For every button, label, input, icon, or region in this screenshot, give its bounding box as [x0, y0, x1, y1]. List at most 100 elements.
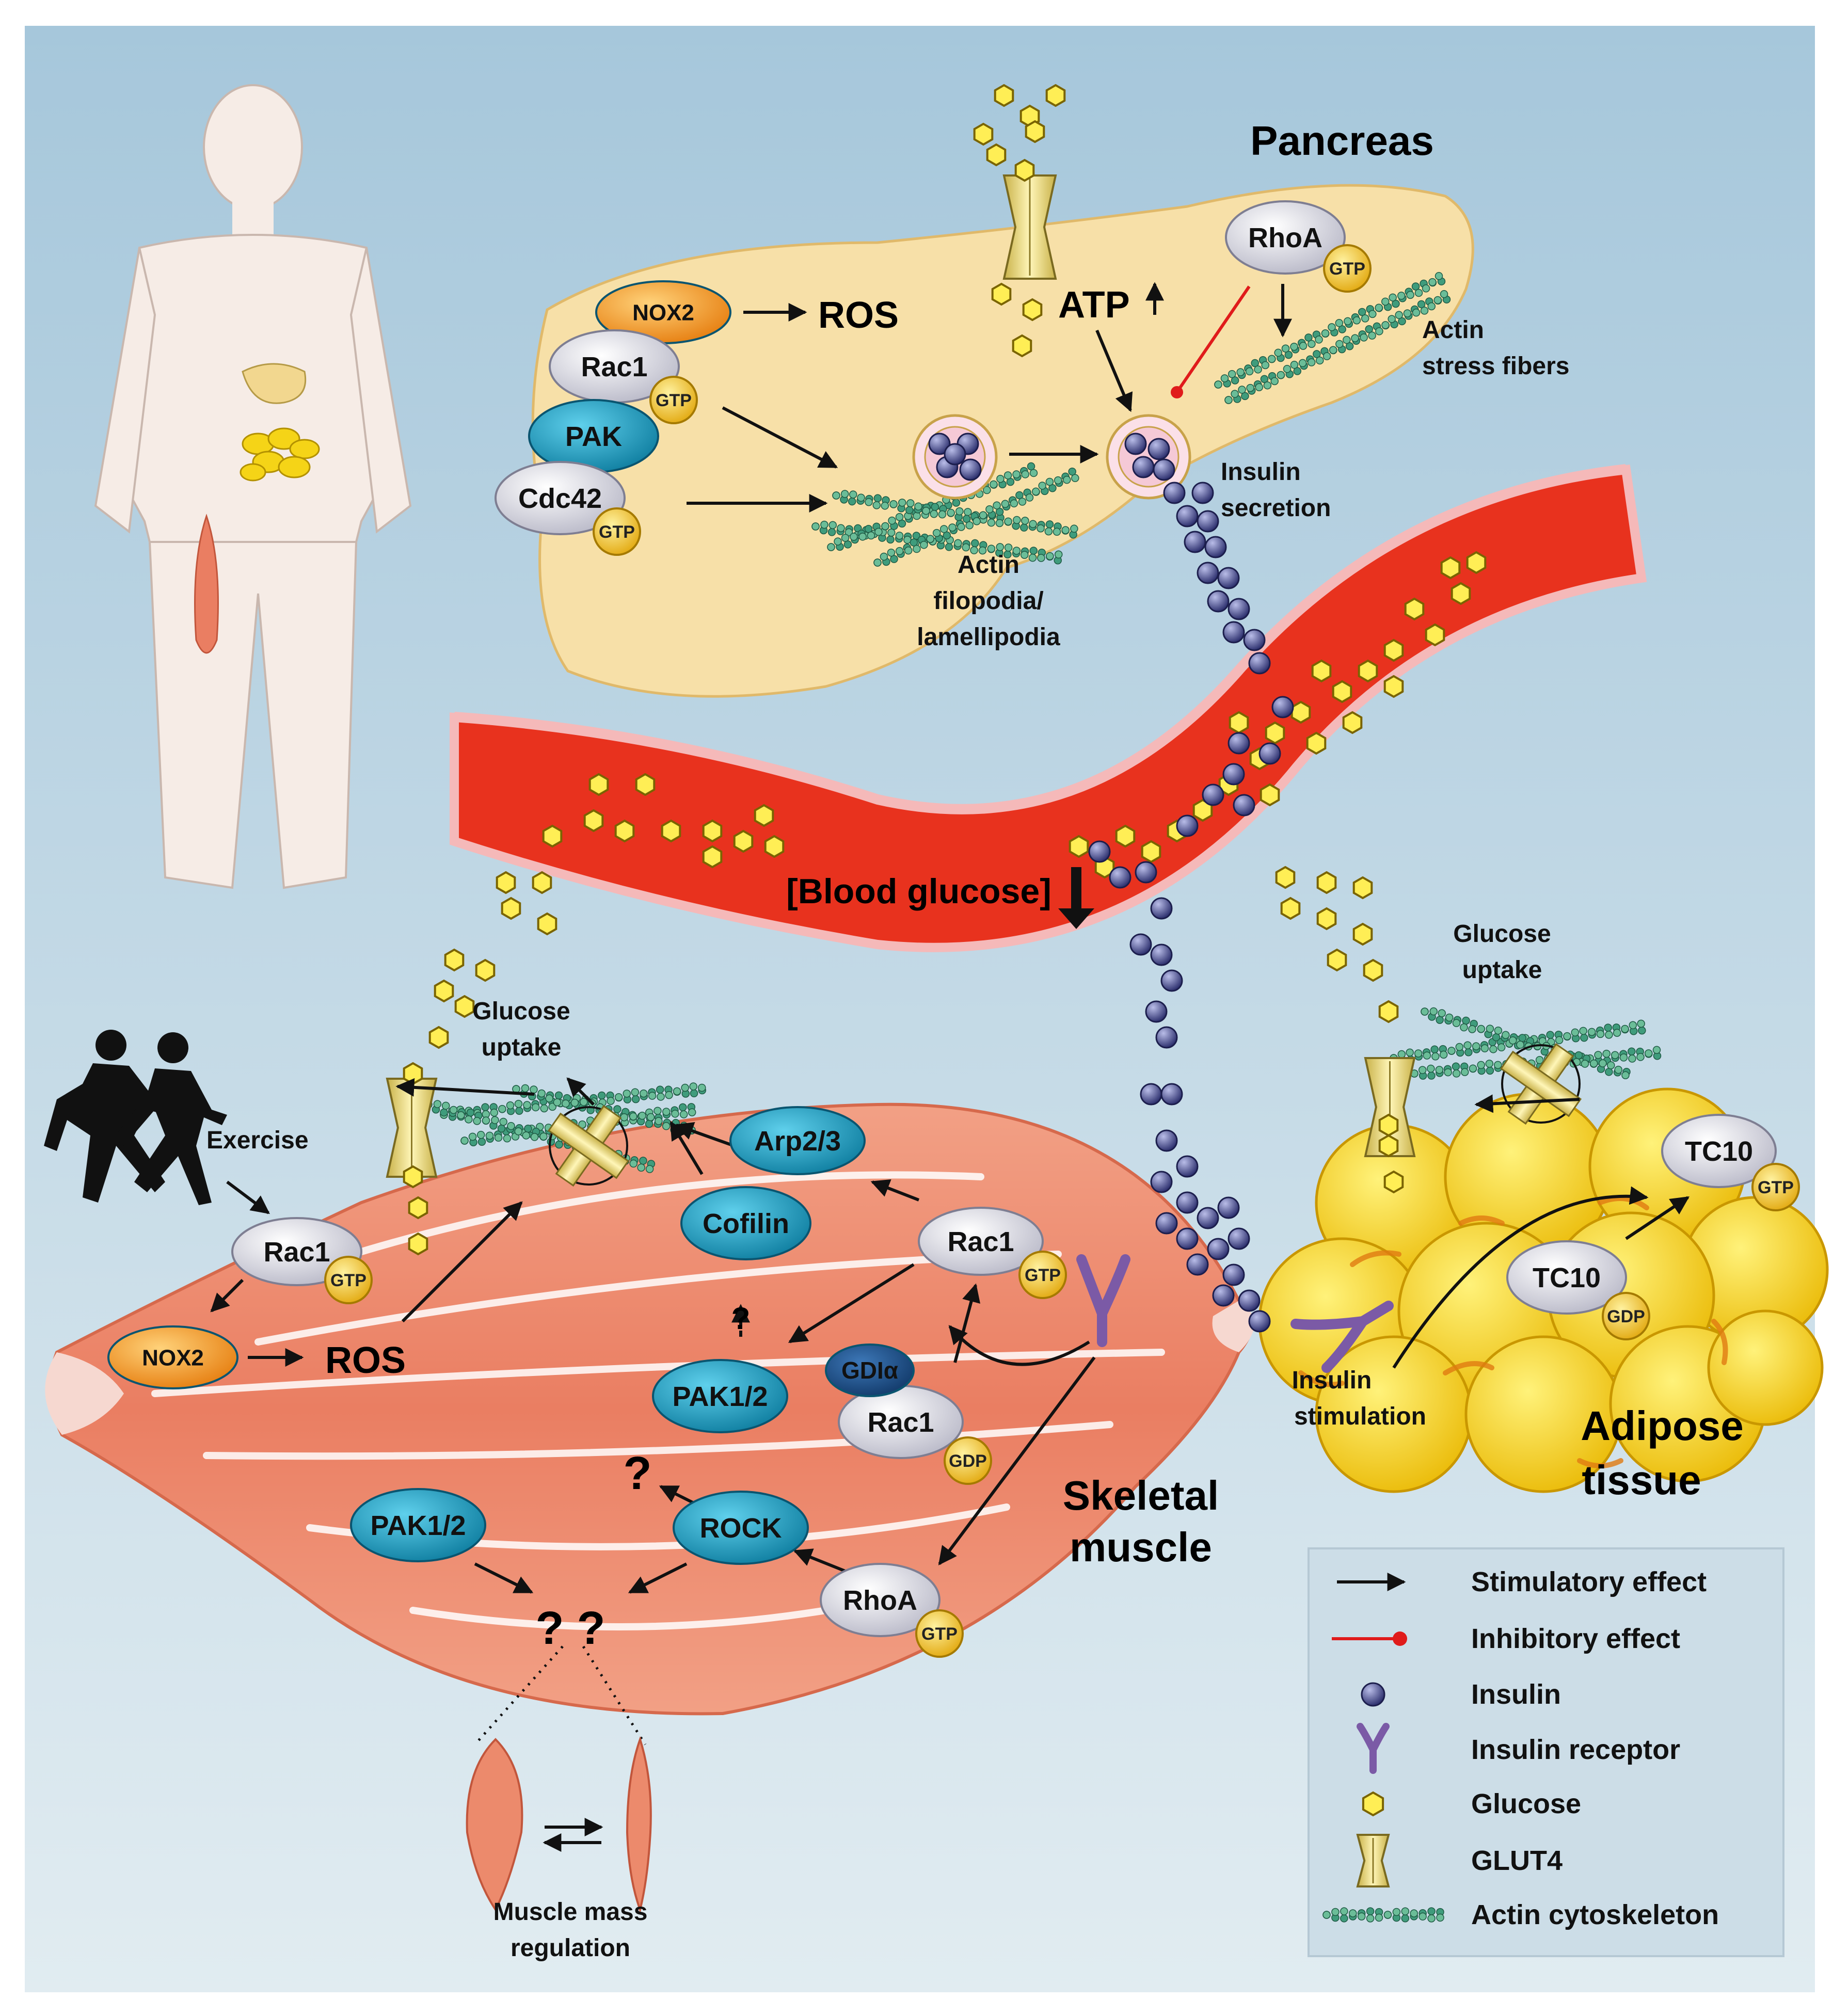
gtp-badge-tc10: GTP	[1751, 1163, 1800, 1211]
glucose-hexagon	[1014, 158, 1035, 182]
insulin-molecule	[1248, 652, 1271, 675]
glucose-hexagon	[1025, 120, 1045, 143]
insulin-receptor-adipose	[1290, 1301, 1394, 1373]
legend-glut4-icon	[1356, 1834, 1390, 1887]
insulin-secretion-label-1: Insulin	[1221, 458, 1301, 486]
ros-pancreas-label: ROS	[818, 295, 899, 336]
glucose-hexagon	[588, 773, 609, 796]
legend-label-5: Glucose	[1471, 1788, 1581, 1819]
rac1-muscle-node-label: Rac1	[947, 1226, 1014, 1257]
glucose-hexagon	[408, 1232, 428, 1256]
actin-stress-fibers-label-2: stress fibers	[1422, 353, 1570, 380]
glucose-hexagon	[1363, 958, 1383, 982]
tc10-gdp-node: TC10	[1506, 1240, 1627, 1315]
glucose-hexagon	[1265, 721, 1285, 745]
insulin-molecule	[1176, 814, 1199, 837]
legend-label-1: Stimulatory effect	[1471, 1566, 1707, 1597]
insulin-molecule	[1153, 458, 1175, 481]
nox2-muscle-node: NOX2	[107, 1325, 238, 1389]
glucose-hexagon	[1352, 876, 1373, 900]
pak-pancreas-node: PAK	[528, 399, 659, 473]
adipose-tissue-title-2: tissue	[1582, 1457, 1701, 1503]
glucose-hexagon	[1141, 840, 1161, 863]
actin-stress-fiber-2	[1224, 290, 1451, 404]
glucose-hexagon	[1440, 556, 1461, 580]
glucose-hexagon	[1069, 835, 1089, 858]
muscle-mass-label-2: regulation	[511, 1934, 630, 1962]
insulin-molecule	[1155, 1026, 1178, 1049]
gtp-badge-cdc42-pancreas: GTP	[593, 507, 641, 556]
gdia-node: GDIα	[825, 1343, 915, 1397]
insulin-molecule	[1135, 861, 1157, 884]
ros-muscle-label: ROS	[325, 1340, 406, 1381]
legend-symbols	[1322, 1573, 1444, 1923]
insulin-molecule	[1228, 1227, 1250, 1250]
rac1-muscle-node: Rac1	[918, 1207, 1044, 1276]
glucose-hexagon	[532, 871, 552, 894]
legend-insulin-icon	[1361, 1682, 1385, 1707]
rhoa-muscle-node-label: RhoA	[843, 1585, 917, 1616]
rock-node-label: ROCK	[700, 1513, 782, 1544]
gtp-badge-rac1-pancreas: GTP	[649, 376, 698, 424]
glucose-hexagon	[661, 819, 681, 843]
gtp-badge-rac1-muscle: GTP	[1018, 1251, 1067, 1299]
glucose-hexagon	[1260, 783, 1280, 807]
legend-label-7: Actin cytoskeleton	[1471, 1899, 1719, 1930]
atp-label: ATP	[1058, 284, 1130, 326]
insulin-molecule	[1155, 1129, 1178, 1152]
insulin-molecule	[1109, 866, 1131, 889]
insulin-molecule	[1243, 629, 1266, 651]
rac1-exercise-node-label: Rac1	[263, 1237, 330, 1268]
insulin-stimulation-label-2: stimulation	[1294, 1403, 1426, 1430]
glucose-hexagon	[1425, 623, 1445, 647]
insulin-molecule	[1222, 763, 1245, 786]
insulin-molecule	[1217, 1196, 1240, 1219]
glucose-hexagon	[1466, 551, 1487, 574]
gtp-badge-rhoa-pancreas-label: GTP	[1329, 259, 1365, 279]
glucose-hexagon	[1378, 1113, 1399, 1137]
insulin-molecule	[1207, 1238, 1230, 1260]
legend-receptor-icon	[1357, 1723, 1390, 1774]
glucose-hexagon	[1306, 731, 1327, 755]
glucose-hexagon	[1378, 1000, 1399, 1023]
insulin-molecule	[1207, 590, 1230, 613]
gtp-badge-tc10-label: GTP	[1758, 1178, 1794, 1197]
legend-label-2: Inhibitory effect	[1471, 1623, 1680, 1654]
blood-glucose-down-arrow	[1058, 867, 1094, 929]
glucose-hexagon	[1275, 866, 1296, 889]
glucose-hexagon	[475, 958, 496, 982]
glucose-hexagon	[635, 773, 656, 796]
legend-box	[1308, 1547, 1784, 1957]
insulin-molecule	[1191, 482, 1214, 504]
glucose-hexagon	[428, 1026, 449, 1049]
glucose-hexagon	[1022, 298, 1043, 322]
rac1-gdp-node-label: Rac1	[867, 1407, 934, 1438]
gdp-badge-rac1-muscle: GDP	[944, 1436, 992, 1485]
rhoa-pancreas-node: RhoA	[1225, 200, 1346, 275]
insulin-molecule	[1163, 482, 1186, 504]
legend-glucose-icon	[1362, 1791, 1384, 1817]
cofilin-node: Cofilin	[680, 1186, 811, 1260]
insulin-molecule	[928, 433, 951, 455]
gtp-badge-cdc42-pancreas-label: GTP	[599, 522, 635, 542]
blood-vessel	[450, 465, 1647, 952]
gdp-badge-tc10: GDP	[1602, 1292, 1650, 1340]
protein-nodes: NOX2Rac1GTPPAKCdc42GTPRhoAGTPRac1GTPNOX2…	[107, 200, 1800, 1658]
arp23-node: Arp2/3	[729, 1106, 866, 1175]
insulin-molecule	[1150, 943, 1173, 966]
insulin-molecule	[1248, 1310, 1271, 1333]
glucose-hexagon	[1383, 1170, 1404, 1194]
glucose-hexagon	[702, 819, 723, 843]
glucose-hexagon	[733, 829, 754, 853]
glucose-hexagon	[1012, 334, 1032, 358]
insulin-molecule	[1238, 1289, 1261, 1312]
glucose-hexagon	[403, 1062, 423, 1085]
insulin-molecule	[1160, 969, 1183, 992]
gdp-badge-rac1-muscle-label: GDP	[949, 1451, 987, 1471]
exercise-label: Exercise	[206, 1127, 309, 1154]
insulin-stimulation-label-1: Insulin	[1292, 1367, 1372, 1394]
gtp-badge-rac1-muscle-label: GTP	[1025, 1266, 1061, 1285]
glucose-hexagon	[973, 122, 994, 146]
rhoa-pancreas-node-label: RhoA	[1248, 222, 1322, 253]
